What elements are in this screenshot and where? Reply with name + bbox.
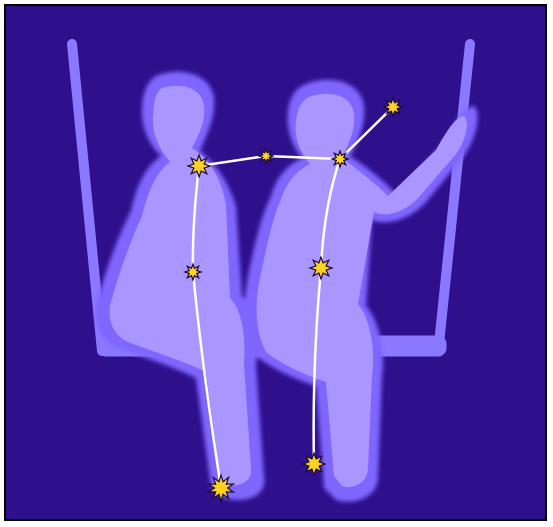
illustration-frame <box>4 4 547 521</box>
gemini-illustration <box>6 6 545 519</box>
star-right-foot-icon <box>303 453 325 475</box>
star-left-shoulder-icon <box>188 155 210 177</box>
star-right-shoulder-icon <box>332 151 348 167</box>
twin-figures-core <box>110 86 467 487</box>
star-right-hand-icon <box>384 98 402 116</box>
star-right-waist-icon <box>310 257 332 279</box>
swing-rope-right <box>439 44 470 344</box>
star-neck-icon <box>259 149 273 163</box>
star-left-waist-icon <box>185 264 201 280</box>
